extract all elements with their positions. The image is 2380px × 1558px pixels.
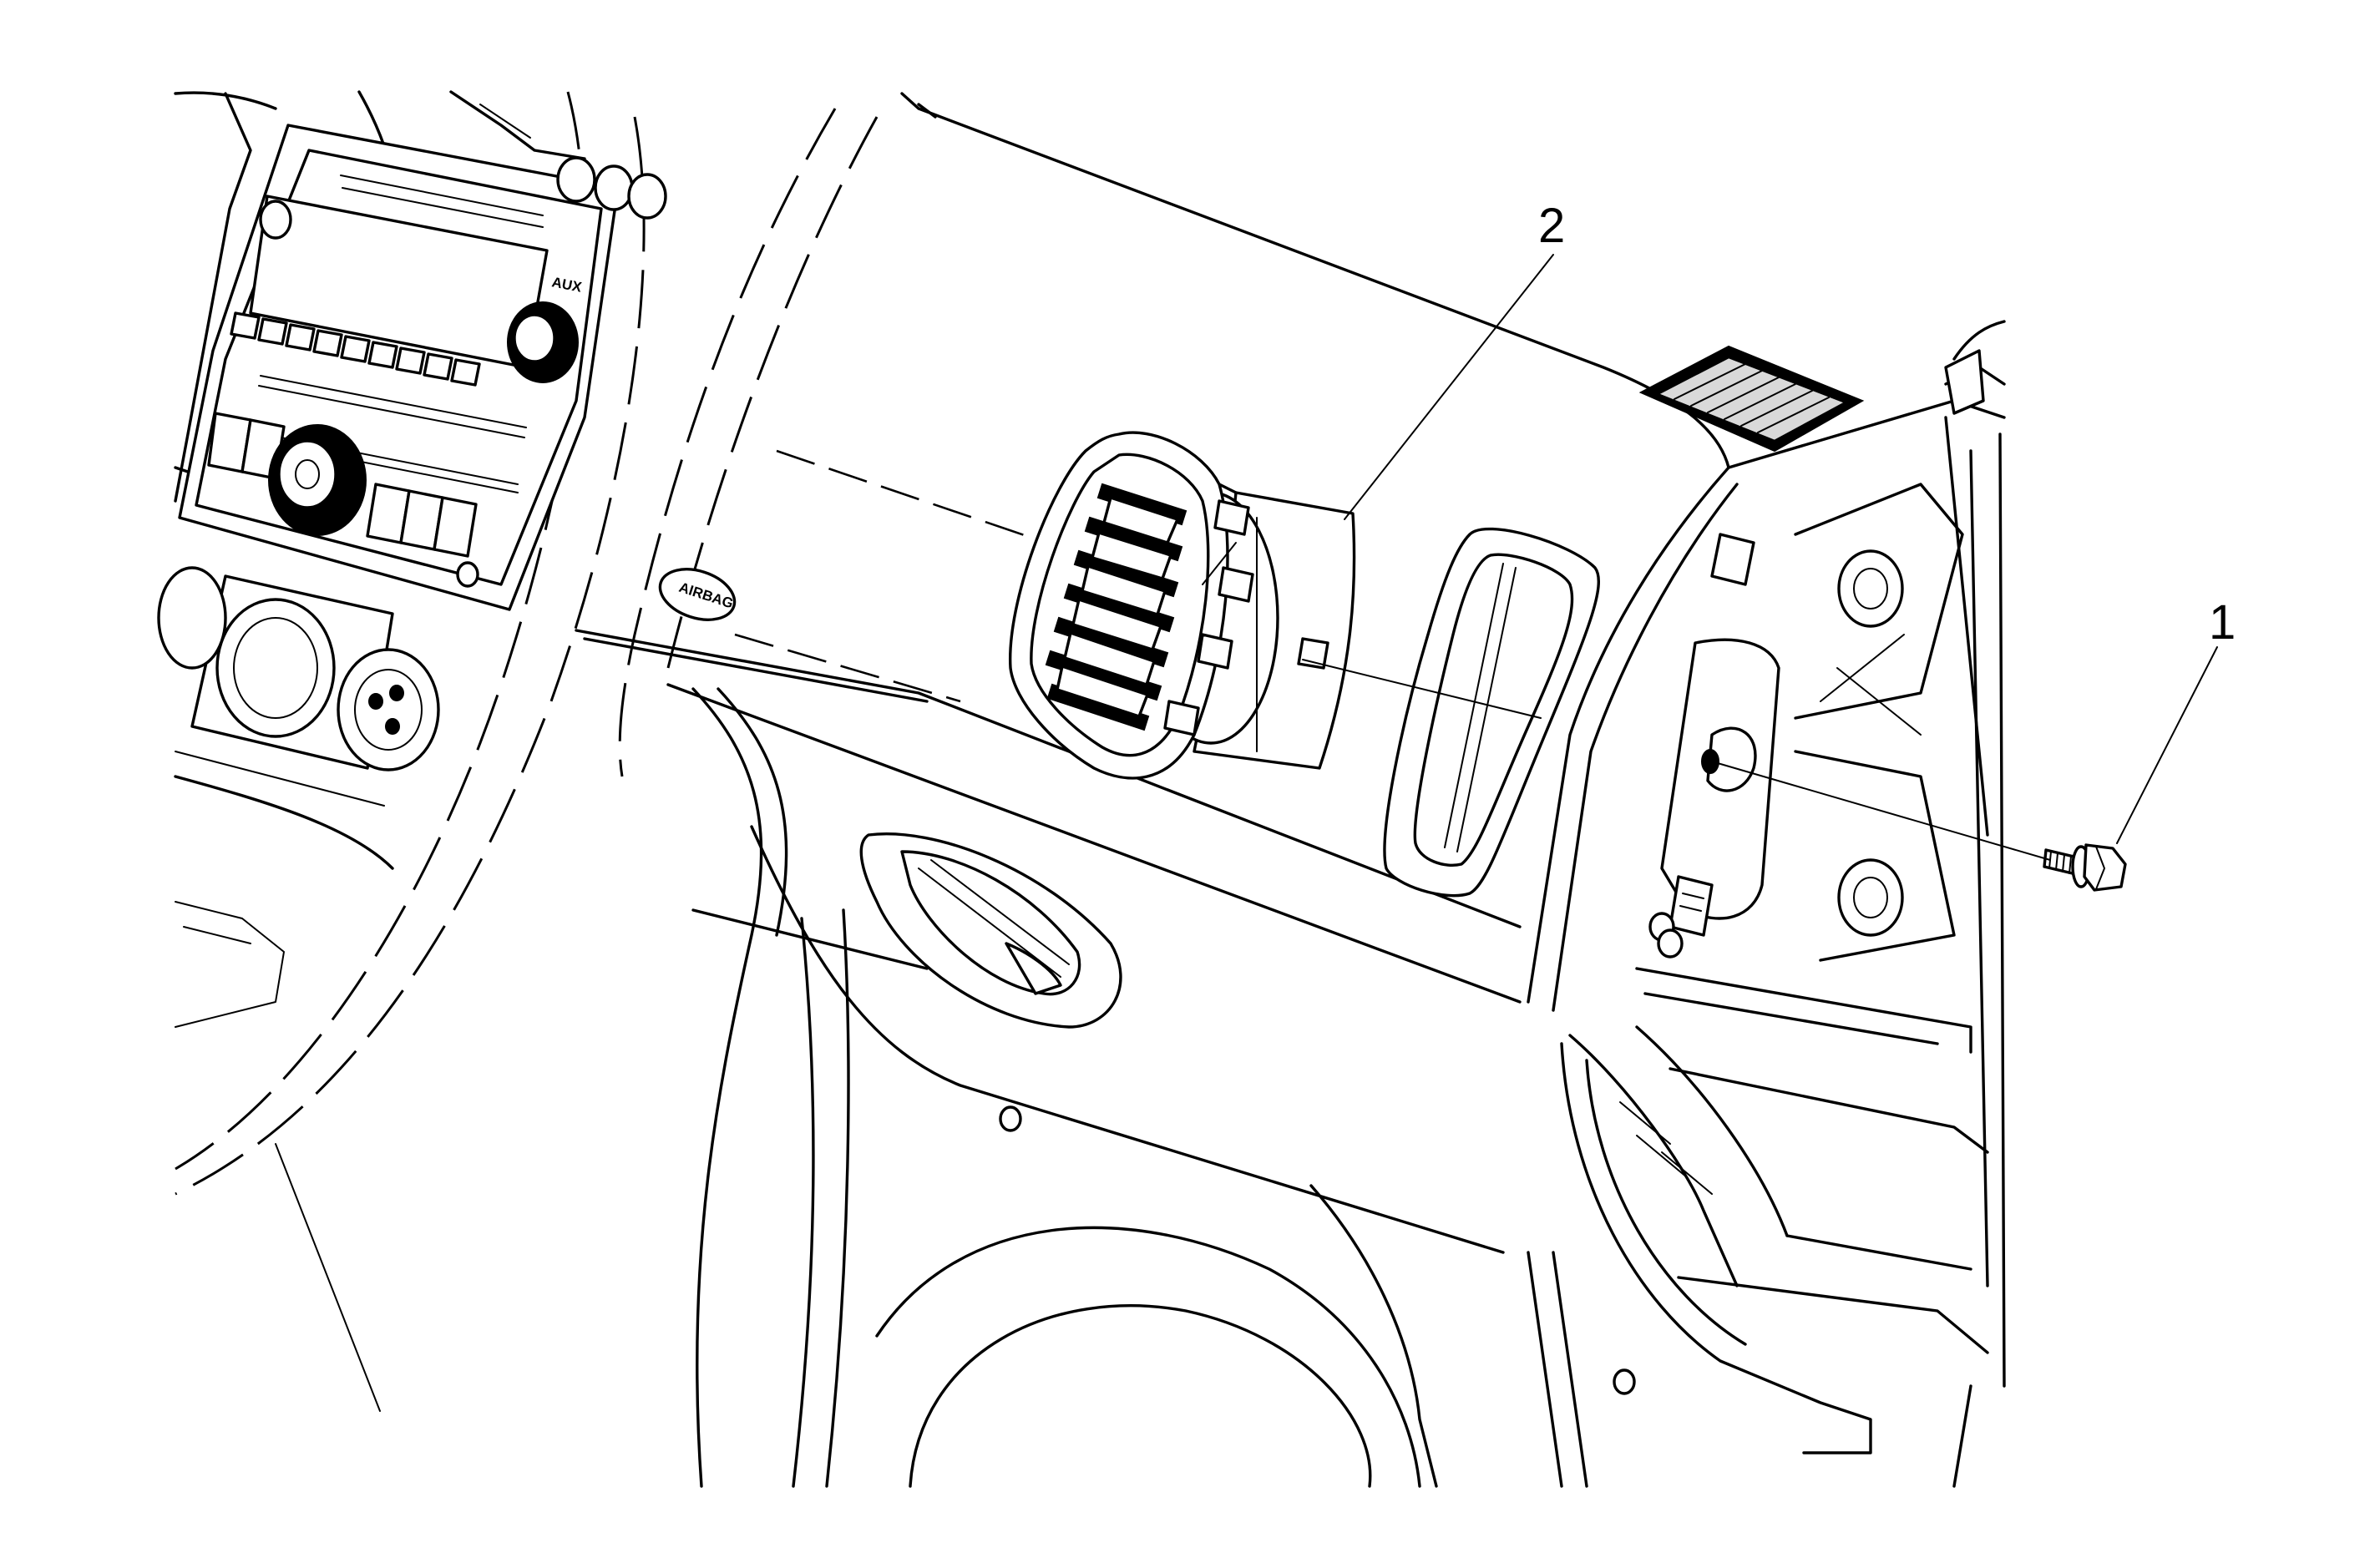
outlet-opening — [1383, 527, 1601, 898]
instrument-panel: AIRBAG — [575, 92, 1730, 1488]
bolt-mounting-bracket — [1648, 533, 1780, 959]
alignment-line-outlet — [1302, 659, 1542, 719]
leader-line-1 — [2116, 646, 2218, 844]
defrost-grille — [1638, 345, 1865, 453]
center-stack: AUX — [157, 90, 667, 1196]
panel-end-bracket — [999, 320, 2006, 1488]
radio-unit: AUX — [178, 90, 667, 611]
tune-knob — [507, 301, 579, 383]
leader-line-2 — [1344, 254, 1554, 520]
instrument-panel-outlet — [1009, 431, 1356, 780]
airbag-badge: AIRBAG — [658, 568, 737, 621]
mounting-bosses — [1794, 483, 1964, 962]
hvac-controls — [157, 566, 440, 1028]
preset-buttons — [230, 311, 481, 387]
alignment-line-bolt — [1711, 761, 2051, 861]
callout-1: 1 — [2209, 595, 2236, 650]
glove-box-door — [666, 683, 1522, 1254]
callout-2: 2 — [1538, 199, 1565, 253]
outlet-louvers — [1045, 483, 1187, 731]
leader-line-panel — [275, 1143, 381, 1412]
volume-knob — [268, 424, 367, 536]
callout-leaders — [275, 254, 2218, 1412]
bolt — [2043, 843, 2127, 892]
